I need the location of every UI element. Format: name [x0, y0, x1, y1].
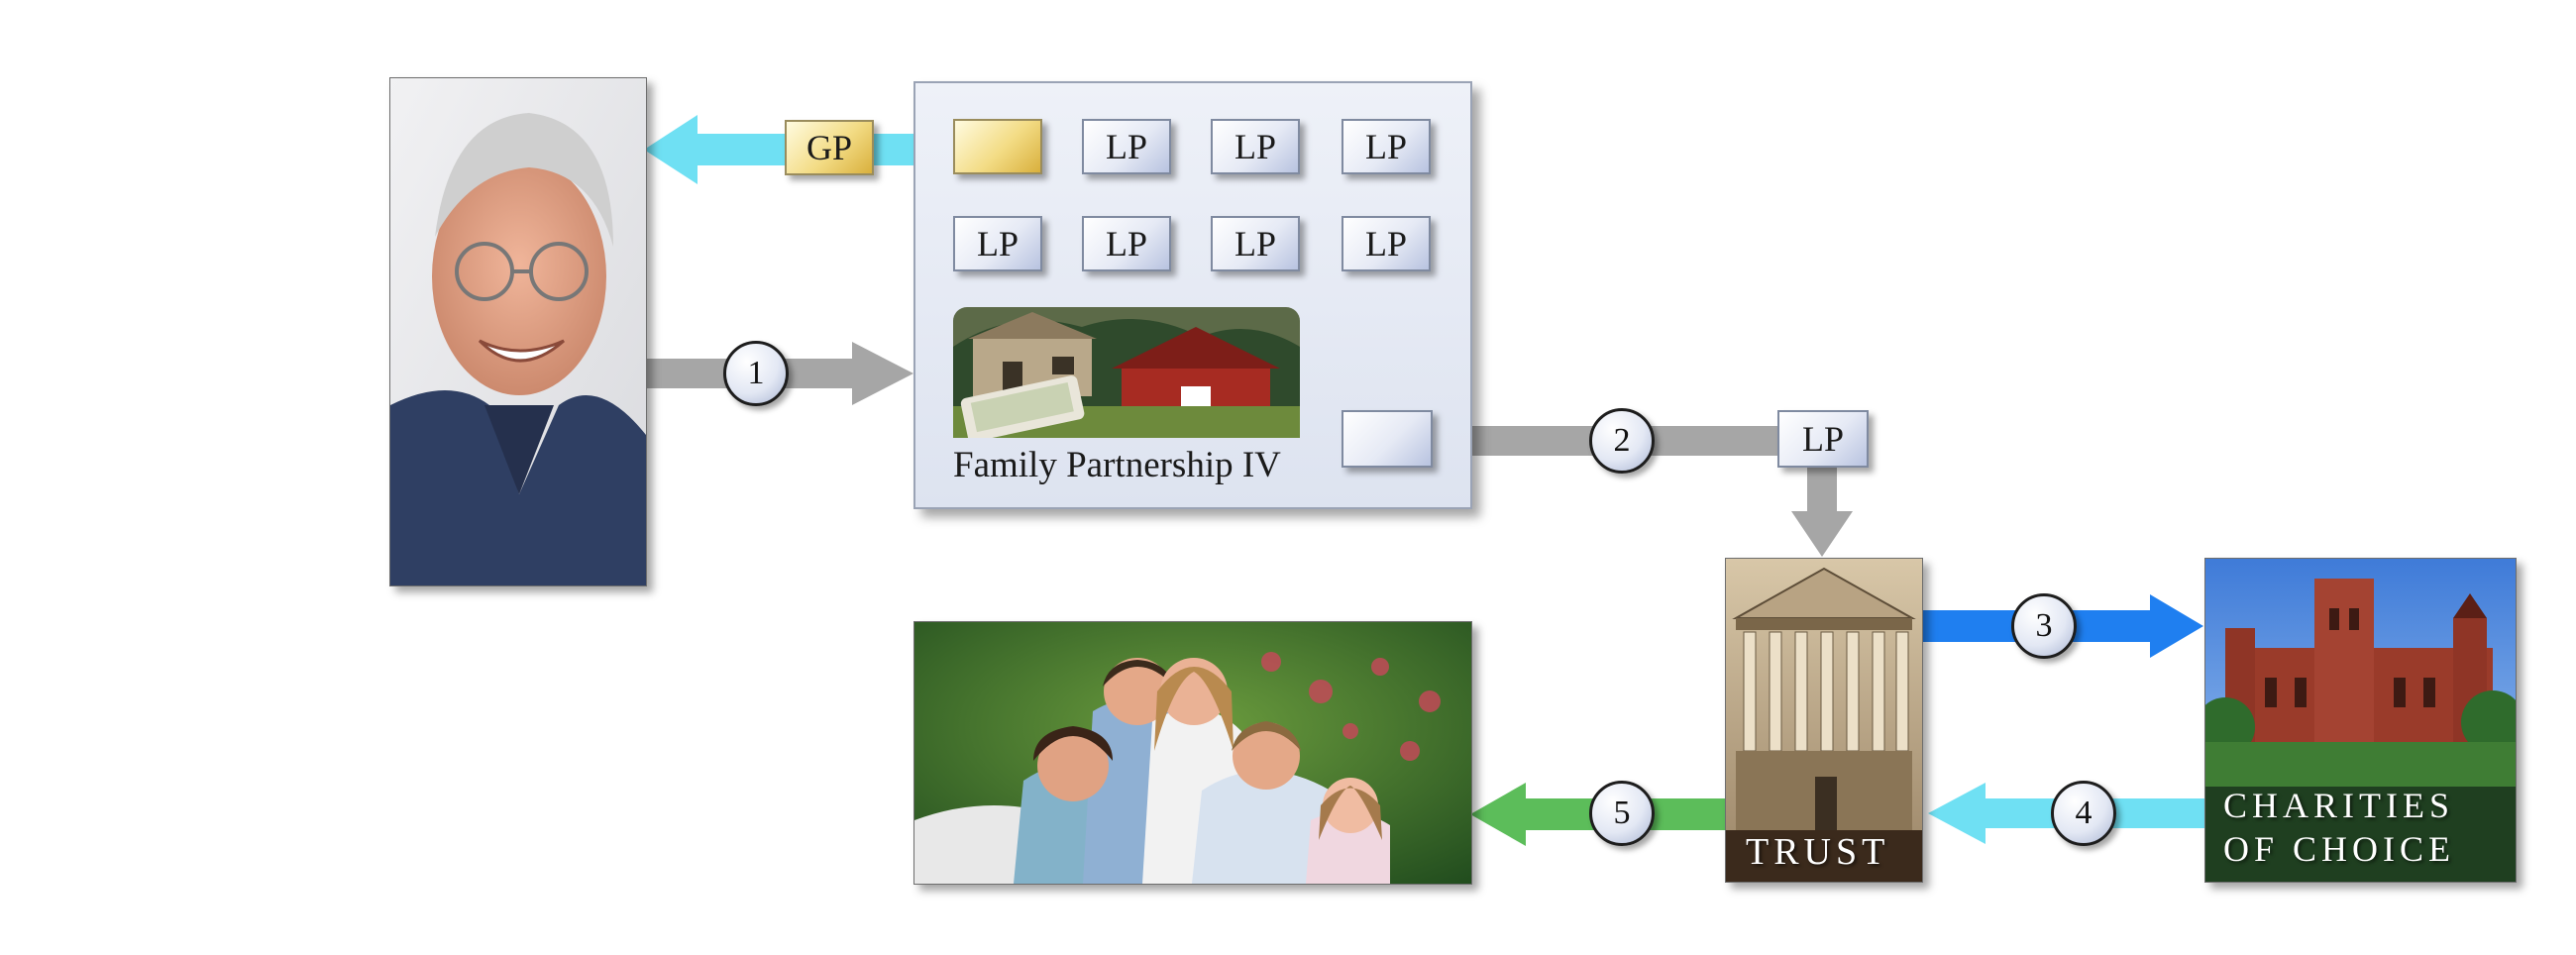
step-1-badge: 1	[723, 341, 789, 406]
lp-tile: LP	[1211, 216, 1300, 271]
family-photo	[913, 621, 1472, 885]
trust-building-illustration	[1726, 559, 1922, 882]
trust-label: TRUST	[1746, 831, 1890, 873]
charities-castle-illustration	[2205, 559, 2516, 882]
founder-photo	[389, 77, 647, 586]
lp-tile: LP	[1342, 119, 1431, 174]
lp-tile: LP	[1342, 216, 1431, 271]
trust-photo: TRUST	[1725, 558, 1923, 883]
lp-tile: LP	[1211, 119, 1300, 174]
charities-photo: CHARITIES OF CHOICE	[2204, 558, 2517, 883]
step-2-badge: 2	[1589, 408, 1655, 474]
step-3-badge: 3	[2011, 593, 2077, 659]
gp-source-tile	[953, 119, 1042, 174]
charities-label-line2: OF CHOICE	[2223, 829, 2456, 869]
partnership-assets-collage	[953, 307, 1300, 438]
partnership-title: Family Partnership IV	[953, 445, 1281, 485]
gp-tile: GP	[785, 120, 874, 175]
family-group-illustration	[914, 622, 1471, 884]
partnership-lp-outgoing-tile	[1342, 410, 1433, 468]
family-partnership-box: LP LP LP LP LP LP LP Family Partnership …	[913, 81, 1472, 509]
lp-transfer-tile: LP	[1777, 410, 1869, 468]
charities-label-line1: CHARITIES	[2223, 786, 2454, 825]
step-4-badge: 4	[2051, 781, 2116, 846]
arrow-lp-to-trust	[1791, 466, 1853, 557]
step-5-badge: 5	[1589, 781, 1655, 846]
lp-tile: LP	[1082, 216, 1171, 271]
lp-tile: LP	[953, 216, 1042, 271]
founder-portrait-illustration	[390, 78, 646, 585]
lp-tile: LP	[1082, 119, 1171, 174]
